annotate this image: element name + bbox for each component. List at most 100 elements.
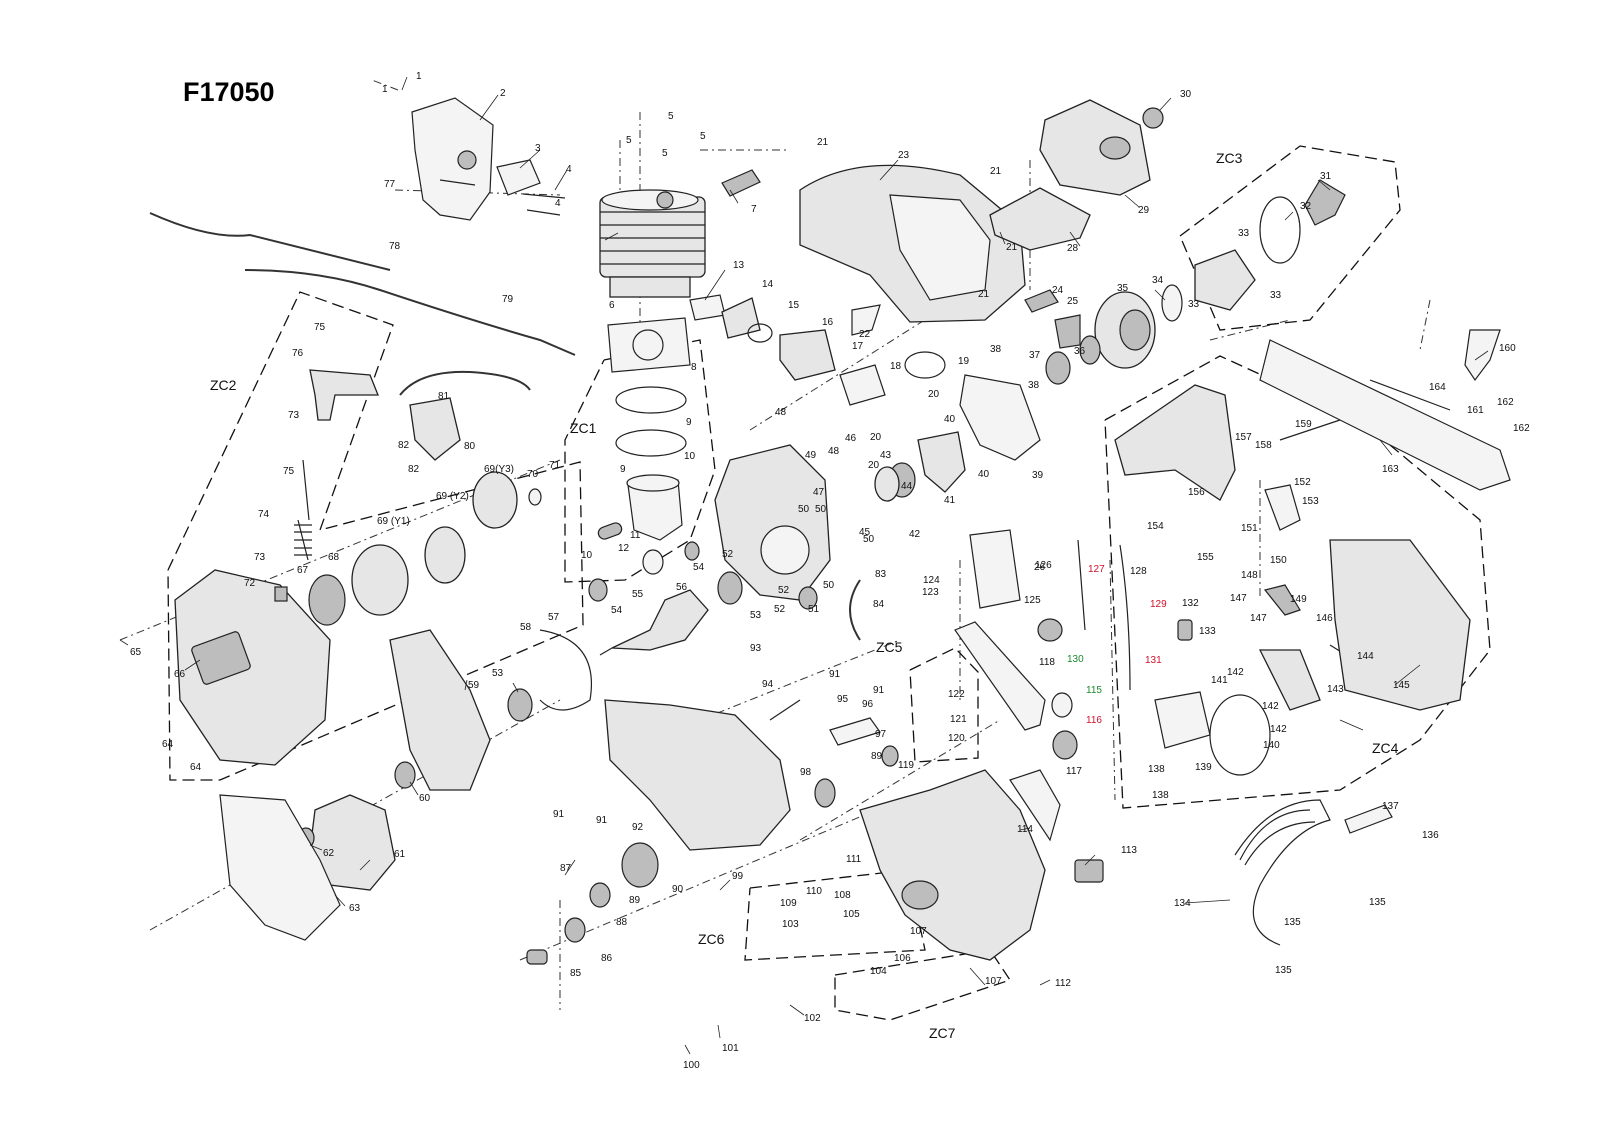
- part-callout: 64: [162, 739, 174, 750]
- part-callout: 73: [254, 552, 266, 563]
- part-callout: 4: [566, 164, 572, 175]
- part-callout: 122: [948, 689, 965, 700]
- part-callout: 43: [880, 450, 892, 461]
- part-callout: 112: [1055, 978, 1071, 989]
- part-callout: 86: [601, 953, 613, 964]
- part-callout: 126: [1035, 560, 1052, 571]
- part-callout: 33: [1238, 228, 1250, 239]
- part-callout: 47: [813, 487, 825, 498]
- part-callout: 52: [722, 549, 734, 560]
- part-callout: 137: [1382, 801, 1399, 812]
- part-callout: 33: [1270, 290, 1282, 301]
- part-callout: 11: [630, 530, 641, 541]
- part-callout: 162: [1513, 423, 1530, 434]
- part-callout: 64: [190, 762, 202, 773]
- part-callout: 69 (Y2): [436, 491, 469, 502]
- part-callout: 120: [948, 733, 965, 744]
- part-callout: 58: [520, 622, 532, 633]
- part-callout: 21: [817, 137, 829, 148]
- part-callout: 140: [1263, 740, 1280, 751]
- part-callout: 44: [901, 481, 913, 492]
- part-callout: 147: [1250, 613, 1267, 624]
- part-callout: 152: [1294, 477, 1311, 488]
- part-callout: 116: [1086, 715, 1102, 726]
- part-callout: 63: [349, 903, 361, 914]
- part-callout: 90: [672, 884, 684, 895]
- part-callout: 20: [928, 389, 940, 400]
- part-callout: 124: [923, 575, 940, 586]
- part-callout: 138: [1148, 764, 1165, 775]
- part-callout: 133: [1199, 626, 1216, 637]
- part-callout: 163: [1382, 464, 1399, 475]
- part-callout: 76: [292, 348, 304, 359]
- part-callout: 87: [560, 863, 572, 874]
- part-callout: 52: [778, 585, 790, 596]
- part-callout: 60: [419, 793, 431, 804]
- part-callout: 113: [1121, 845, 1137, 856]
- part-callout: 109: [780, 898, 797, 909]
- part-callout: 78: [389, 241, 401, 252]
- part-callout: 123: [922, 587, 939, 598]
- part-callout: 107: [985, 976, 1002, 987]
- part-callout: 153: [1302, 496, 1319, 507]
- part-callout: 74: [258, 509, 270, 520]
- part-callout: 48: [828, 446, 840, 457]
- part-callout: 8: [691, 362, 697, 373]
- part-callout: 12: [618, 543, 630, 554]
- part-callout: 42: [909, 529, 921, 540]
- part-callout: 107: [910, 926, 927, 937]
- part-callout: 99: [732, 871, 744, 882]
- part-callout: 14: [762, 279, 774, 290]
- leader-lines: [119, 76, 1489, 1055]
- part-callout: 24: [1052, 285, 1064, 296]
- part-callout: 67: [297, 565, 309, 576]
- part-callout: 70: [527, 469, 539, 480]
- part-callout: 75: [283, 466, 295, 477]
- part-callout: 22: [859, 329, 871, 340]
- part-callout: 20: [868, 460, 880, 471]
- part-callout: 65: [130, 647, 142, 658]
- group-label: ZC3: [1216, 150, 1243, 166]
- part-callout: 104: [870, 966, 887, 977]
- group-label: ZC4: [1372, 740, 1399, 756]
- part-callout: 26: [1034, 562, 1046, 573]
- part-callout: 54: [693, 562, 705, 573]
- part-callout: 10: [581, 550, 593, 561]
- part-callout: 98: [800, 767, 812, 778]
- part-callout: 103: [782, 919, 799, 930]
- part-callout: 62: [323, 848, 335, 859]
- part-callout: 49: [805, 450, 817, 461]
- part-callout: 7: [751, 204, 757, 215]
- part-callout: 83: [875, 569, 887, 580]
- part-callout: 151: [1241, 523, 1258, 534]
- part-callout: 106: [894, 953, 911, 964]
- part-callout: 53: [750, 610, 762, 621]
- part-callout: 4: [555, 198, 561, 209]
- part-callout: 52: [774, 604, 786, 615]
- part-callout: 29: [1138, 205, 1150, 216]
- part-callout: 1: [416, 71, 422, 82]
- part-callout: 108: [834, 890, 851, 901]
- part-callout: 138: [1152, 790, 1169, 801]
- part-callout: 5: [626, 135, 632, 146]
- part-callout: 23: [898, 150, 910, 161]
- part-callout: 115: [1086, 685, 1102, 696]
- part-callout: 157: [1235, 432, 1252, 443]
- part-callout: 131: [1145, 655, 1162, 666]
- part-callout: 50: [815, 504, 827, 515]
- part-callout: 51: [808, 604, 820, 615]
- part-callout: 69 (Y1): [377, 516, 410, 527]
- part-callout: 46: [845, 433, 857, 444]
- part-callout: 100: [683, 1060, 700, 1071]
- diagram-title: F17050: [183, 77, 275, 107]
- part-callout: 114: [1017, 824, 1033, 835]
- part-callout: 130: [1067, 654, 1084, 665]
- part-callout: 80: [464, 441, 476, 452]
- part-callout: 89: [629, 895, 641, 906]
- part-callout: 164: [1429, 382, 1446, 393]
- part-callout: 88: [616, 917, 628, 928]
- part-callout: 158: [1255, 440, 1272, 451]
- part-callout: 154: [1147, 521, 1164, 532]
- group-labels: ZC2 ZC1 ZC3 ZC4 ZC5 ZC6 ZC7: [210, 150, 1399, 1041]
